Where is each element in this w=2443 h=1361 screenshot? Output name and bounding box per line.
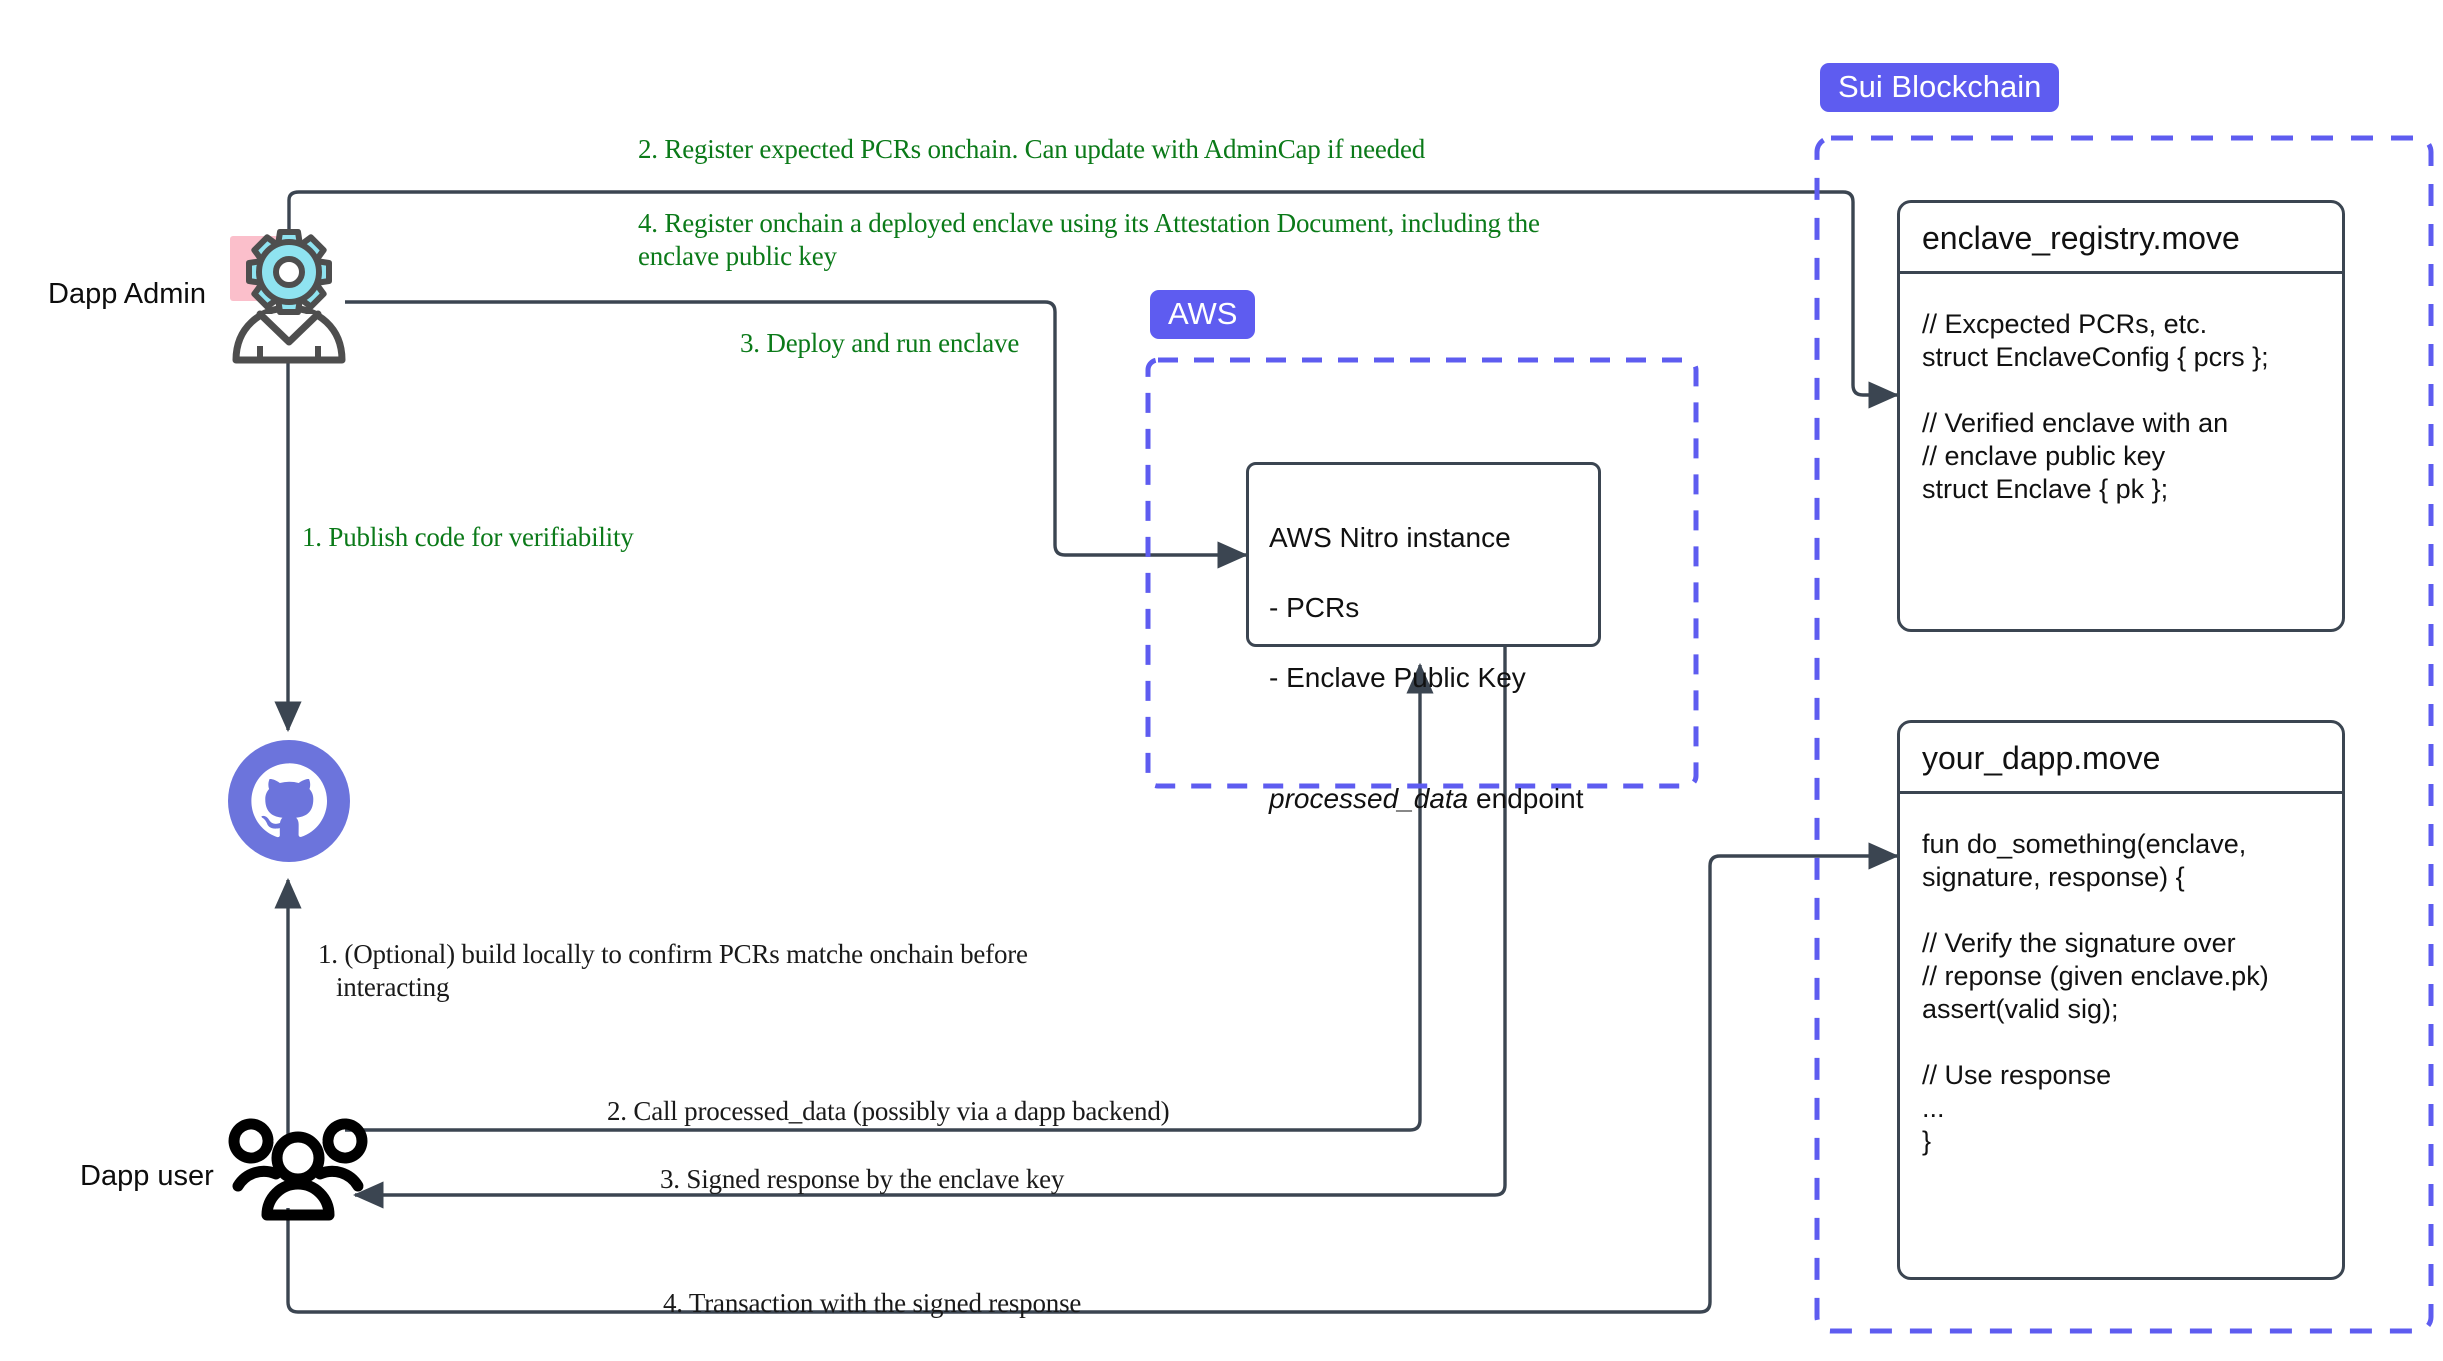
- nitro-spacer: [1269, 730, 1598, 746]
- nitro-line-2: - PCRs: [1269, 592, 1360, 623]
- flow-label-optional-build: 1. (Optional) build locally to confirm P…: [318, 939, 1028, 1002]
- your-dapp-module-body: fun do_something(enclave, signature, res…: [1922, 829, 2269, 1156]
- flow-label-signed-response: 3. Signed response by the enclave key: [660, 1164, 1065, 1194]
- enclave-registry-module-body: // Excpected PCRs, etc. struct EnclaveCo…: [1922, 309, 2269, 504]
- enclave-registry-module-box[interactable]: enclave_registry.move // Excpected PCRs,…: [1897, 200, 2345, 632]
- aws-zone: [1145, 357, 1699, 789]
- processed-data-endpoint-suffix: endpoint: [1468, 783, 1584, 814]
- line-admin-to-nitro: [345, 300, 1249, 569]
- sui-blockchain-zone: [1814, 135, 2434, 1334]
- line-admin-to-registry: [287, 190, 1900, 409]
- flow-label-register-pcrs: 2. Register expected PCRs onchain. Can u…: [638, 134, 1426, 164]
- nitro-line-1: AWS Nitro instance: [1269, 522, 1511, 553]
- github-icon[interactable]: [228, 740, 350, 862]
- line-endpoint-to-user: [352, 646, 1507, 1209]
- flow-label-call-processed-data: 2. Call processed_data (possibly via a d…: [607, 1096, 1170, 1126]
- processed-data-endpoint-name: processed_data: [1269, 783, 1469, 814]
- gear-person-icon: [230, 229, 346, 364]
- dapp-admin-label: Dapp Admin: [48, 278, 206, 310]
- flow-label-transaction: 4. Transaction with the signed response: [663, 1288, 1082, 1318]
- line-user-to-endpoint: [345, 662, 1434, 1132]
- flow-label-publish-code: 1. Publish code for verifiability: [302, 522, 634, 552]
- sui-blockchain-tag: Sui Blockchain: [1820, 63, 2060, 112]
- nitro-endpoint-line: processed_data endpoint: [1269, 781, 1598, 816]
- flow-label-register-enclave: 4. Register onchain a deployed enclave u…: [638, 208, 1540, 271]
- your-dapp-module-box[interactable]: your_dapp.move fun do_something(enclave,…: [1897, 720, 2345, 1280]
- enclave-registry-module-title: enclave_registry.move: [1900, 203, 2342, 274]
- flow-label-deploy-enclave: 3. Deploy and run enclave: [740, 328, 1020, 358]
- aws-nitro-instance-box[interactable]: AWS Nitro instance - PCRs - Enclave Publ…: [1246, 462, 1601, 814]
- dapp-user-label: Dapp user: [80, 1160, 214, 1192]
- your-dapp-module-title: your_dapp.move: [1900, 723, 2342, 794]
- aws-tag: AWS: [1150, 290, 1256, 339]
- users-group-icon: [228, 1118, 368, 1221]
- line-user-to-dapp: [286, 842, 1900, 1314]
- nitro-line-3: - Enclave Public Key: [1269, 662, 1526, 693]
